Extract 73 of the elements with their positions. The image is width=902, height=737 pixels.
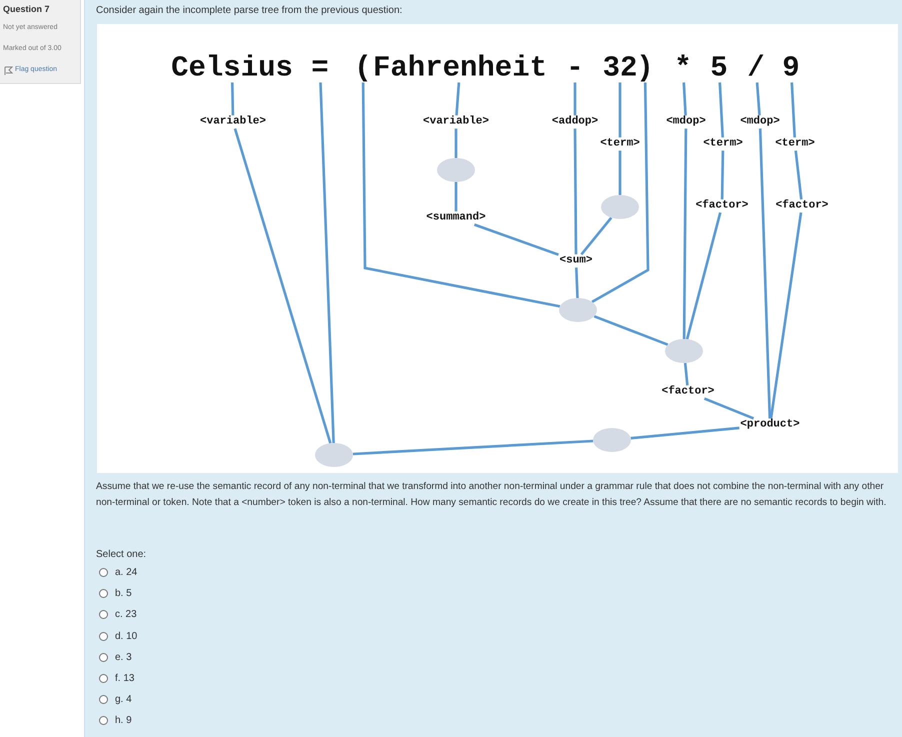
empty-node-ellipse bbox=[665, 339, 703, 363]
empty-node-ellipse bbox=[315, 443, 353, 467]
tree-edge bbox=[758, 128, 772, 418]
code-token: 32 bbox=[602, 54, 638, 82]
tree-edge bbox=[682, 128, 688, 340]
tree-edge bbox=[790, 82, 796, 138]
nonterminal-label: <sum> bbox=[558, 254, 594, 268]
nonterminal-label: <term> bbox=[774, 137, 816, 151]
tree-edge bbox=[454, 128, 458, 158]
tree-edge bbox=[770, 212, 802, 419]
tree-edge bbox=[234, 128, 332, 444]
nonterminal-label: <mdop> bbox=[665, 115, 707, 129]
tree-edge bbox=[362, 82, 560, 308]
tree-edge bbox=[630, 426, 740, 440]
tree-edge bbox=[794, 150, 803, 200]
nonterminal-label: <factor> bbox=[660, 385, 716, 399]
tree-edge bbox=[682, 82, 687, 116]
tree-edge bbox=[594, 315, 668, 346]
tree-edge bbox=[618, 82, 622, 138]
code-token: ( bbox=[354, 54, 372, 82]
empty-node-ellipse bbox=[593, 428, 631, 452]
nonterminal-label: <variable> bbox=[199, 115, 267, 129]
nonterminal-label: <variable> bbox=[422, 115, 490, 129]
tree-edge bbox=[718, 82, 724, 138]
tree-edge bbox=[591, 82, 650, 304]
tree-edge bbox=[574, 128, 578, 254]
option-label: b. 5 bbox=[115, 588, 132, 600]
option-label: a. 24 bbox=[115, 567, 138, 578]
option-label: f. 13 bbox=[115, 673, 134, 684]
code-token: = bbox=[311, 54, 329, 82]
empty-node-ellipse bbox=[559, 298, 597, 322]
tree-edge bbox=[756, 82, 761, 116]
tree-edge bbox=[474, 223, 559, 256]
option-label: e. 3 bbox=[115, 652, 132, 663]
nonterminal-label: <addop> bbox=[550, 115, 600, 129]
tree-edge bbox=[618, 150, 622, 195]
tree-edge bbox=[575, 268, 579, 298]
tree-edge bbox=[580, 216, 612, 256]
code-token: ) bbox=[636, 54, 654, 82]
question-text: Assume that we re-use the semantic record of any non-terminal that we transformd into another non-terminal under a grammar rule that does not combine the non-terminal with any other non-terminal or token. Note that a <number> token is also a non-terminal. How many semantic records do we create in this tree? Assume that there are no semantic records to begin with. bbox=[96, 480, 888, 510]
tree-edge bbox=[319, 82, 335, 444]
code-token: 9 bbox=[782, 54, 800, 82]
code-token: * bbox=[674, 54, 692, 82]
question-number: Question 7 bbox=[3, 4, 50, 14]
empty-node-ellipse bbox=[437, 158, 475, 182]
instruction-text: Consider again the incomplete parse tree from the previous question: bbox=[96, 5, 402, 16]
tree-edge bbox=[686, 212, 722, 340]
tree-edge bbox=[454, 182, 458, 212]
tree-edge bbox=[352, 440, 594, 456]
code-token: Celsius bbox=[171, 54, 293, 82]
nonterminal-label: <term> bbox=[599, 137, 641, 151]
option-label: h. 9 bbox=[115, 715, 132, 726]
nonterminal-label: <factor> bbox=[774, 199, 830, 213]
tree-edge bbox=[684, 362, 689, 386]
code-token: / bbox=[747, 54, 765, 82]
code-token: 5 bbox=[710, 54, 728, 82]
tree-edge bbox=[574, 82, 576, 116]
tree-edge bbox=[720, 150, 724, 200]
tree-edge bbox=[455, 82, 460, 116]
tree-edge bbox=[704, 397, 754, 420]
nonterminal-label: <product> bbox=[739, 418, 801, 432]
empty-node-ellipse bbox=[601, 195, 639, 219]
prompt-text: Select one: bbox=[96, 549, 146, 560]
code-token: - bbox=[566, 54, 584, 82]
nonterminal-label: <summand> bbox=[425, 211, 487, 225]
option-label: g. 4 bbox=[115, 694, 132, 706]
option-label: d. 10 bbox=[115, 630, 138, 642]
code-token: Fahrenheit bbox=[372, 54, 548, 82]
nonterminal-label: <factor> bbox=[694, 199, 750, 213]
nonterminal-label: <term> bbox=[702, 137, 744, 151]
nonterminal-label: <mdop> bbox=[739, 115, 781, 129]
tree-edge bbox=[231, 82, 234, 116]
option-label: c. 23 bbox=[115, 609, 137, 620]
